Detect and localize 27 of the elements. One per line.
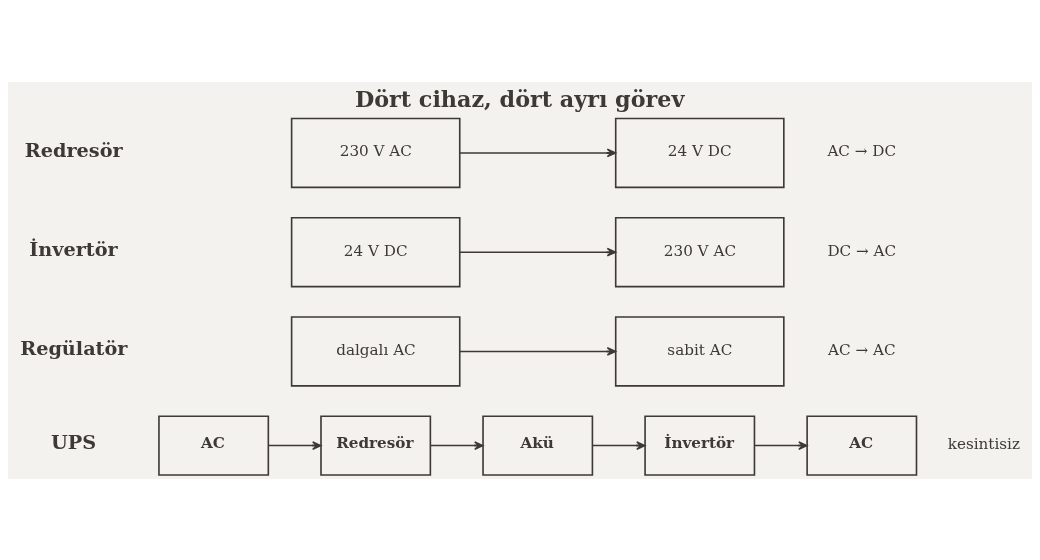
node-box: 24 V DC [614, 117, 785, 188]
node-label: DC → AC [827, 241, 897, 260]
node-label: AC → DC [827, 141, 897, 160]
node-box: 230 V AC [290, 117, 461, 188]
label: Regülatör [20, 336, 128, 360]
arrow [459, 247, 617, 257]
node-box: 24 V DC [290, 216, 461, 287]
node-box: Akü [482, 414, 594, 476]
node-label: AC → AC [828, 340, 896, 359]
arrow [429, 440, 484, 450]
node-box: İnvertör [644, 414, 756, 476]
label: İnvertör [29, 237, 118, 261]
node-box: AC [158, 414, 270, 476]
node-box: Redresör [320, 414, 432, 476]
node-box: sabit AC [614, 315, 785, 387]
arrow [267, 440, 322, 450]
diagram-title: Dört cihaz, dört ayrı görev [354, 85, 685, 112]
arrow [591, 440, 646, 450]
node-box: dalgalı AC [290, 315, 461, 387]
label: Redresör [24, 138, 123, 162]
label: UPS [51, 430, 97, 454]
node-box: 230 V AC [614, 216, 785, 287]
node-label: kesintisiz [947, 434, 1020, 453]
arrow [459, 148, 617, 157]
arrow [753, 440, 808, 450]
arrow [459, 346, 617, 356]
node-box: AC [806, 414, 918, 476]
